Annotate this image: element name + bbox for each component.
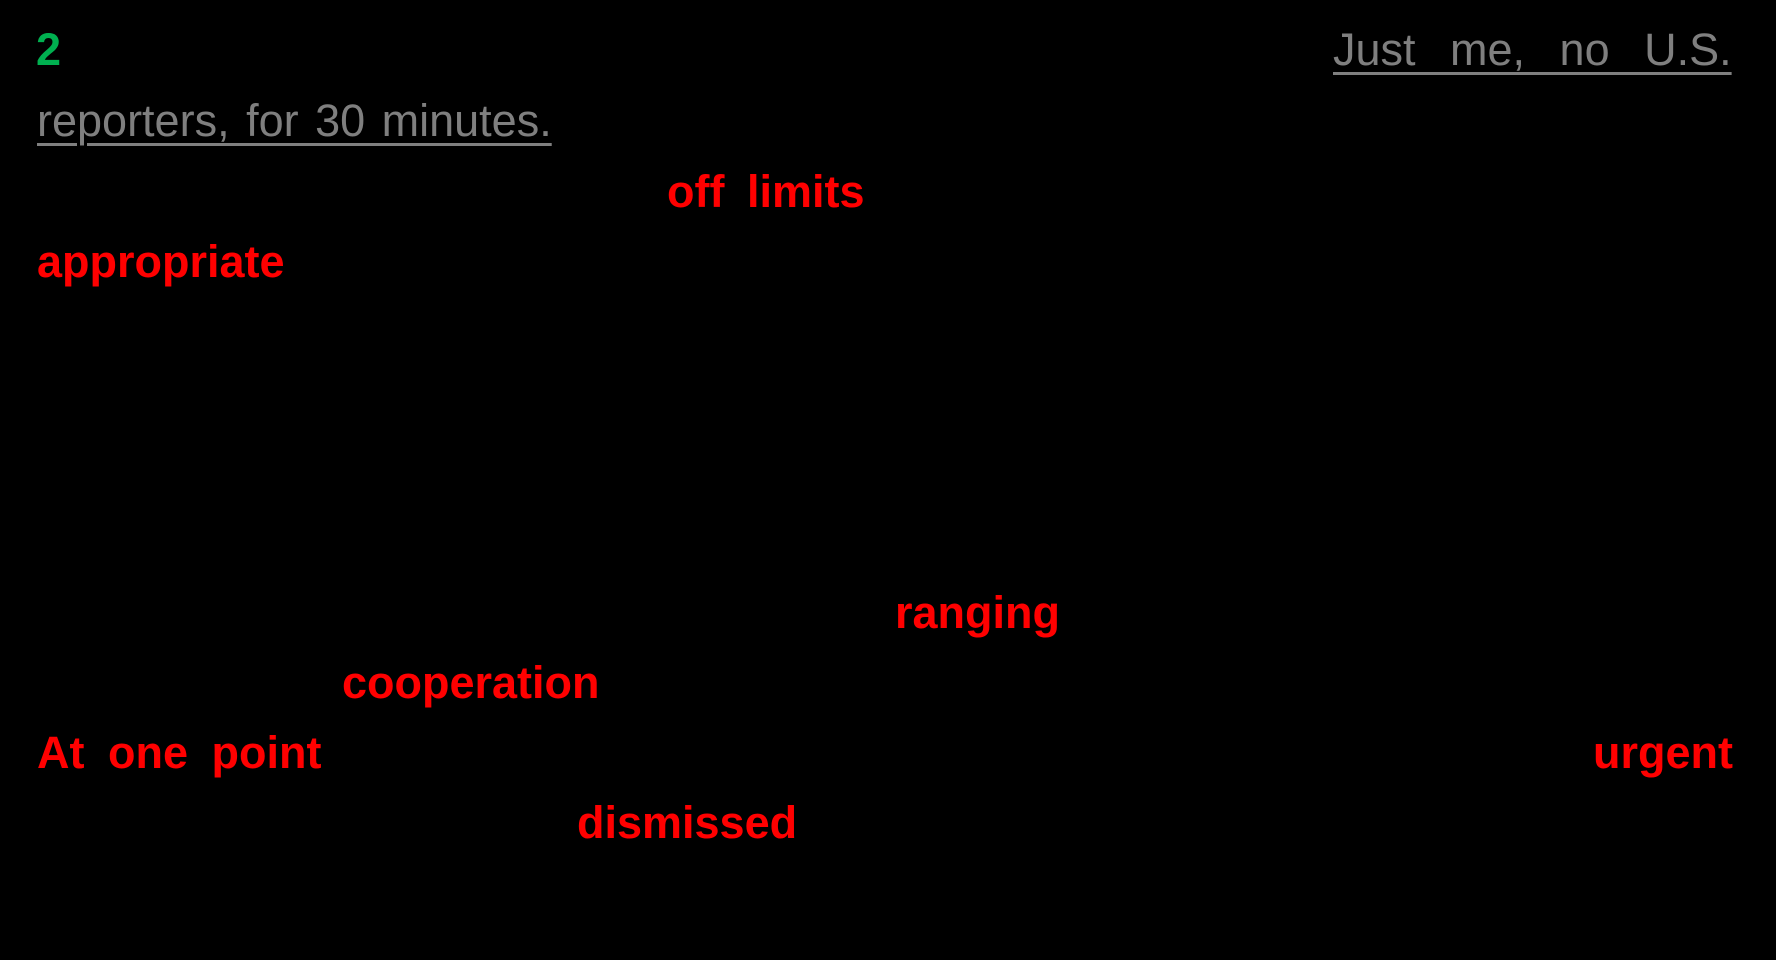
highlight-red-at-one-point: At one point bbox=[37, 727, 322, 778]
highlight-red-urgent: urgent bbox=[1593, 727, 1733, 778]
highlight-red-ranging: ranging bbox=[895, 587, 1060, 638]
highlight-gray-reporters: reporters, for 30 minutes. bbox=[37, 95, 552, 146]
highlight-red-cooperation: cooperation bbox=[342, 657, 600, 708]
page-number: 2 bbox=[36, 24, 62, 75]
highlight-red-appropriate: appropriate bbox=[37, 236, 285, 287]
highlight-gray-just-me: Just me, no U.S. bbox=[1333, 24, 1732, 75]
highlight-red-off-limits: off limits bbox=[667, 166, 865, 217]
highlight-red-dismissed: dismissed bbox=[577, 797, 798, 848]
